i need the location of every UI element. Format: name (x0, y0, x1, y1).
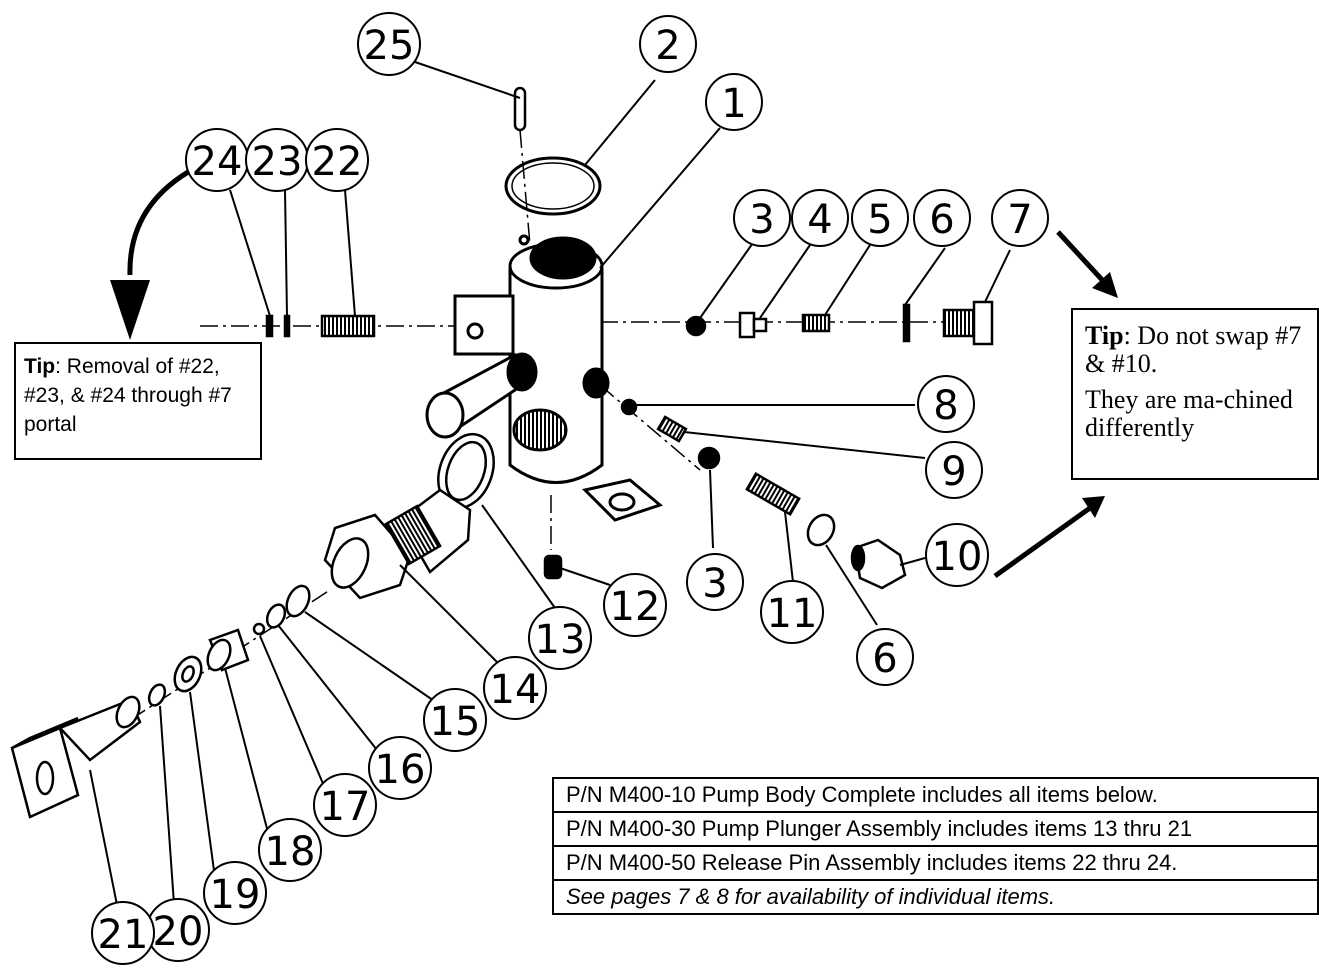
callout-circle (639, 15, 697, 73)
callout-circle (851, 189, 909, 247)
callout-number: 3 (702, 561, 727, 607)
callout-circle (368, 736, 432, 800)
callout-circle (686, 553, 744, 611)
callout-number: 7 (1007, 197, 1032, 243)
callout-number: 21 (98, 912, 149, 958)
callout-circle (917, 375, 975, 433)
callout-circle (991, 189, 1049, 247)
callout-number: 3 (749, 197, 774, 243)
callout-number: 4 (807, 197, 832, 243)
callout-circle (925, 441, 983, 499)
table-row: P/N M400-30 Pump Plunger Assembly includ… (552, 811, 1319, 847)
callout-circle (705, 73, 763, 131)
callout-circle (313, 773, 377, 837)
table-row: See pages 7 & 8 for availability of indi… (552, 879, 1319, 915)
callout-number: 6 (929, 197, 954, 243)
assembly-note: P/N M400-30 Pump Plunger Assembly includ… (552, 811, 1319, 847)
callout-number: 23 (252, 139, 303, 185)
callout-circle (760, 580, 824, 644)
callout-number: 17 (320, 784, 371, 830)
callout-number: 14 (490, 667, 541, 713)
callout-number: 22 (312, 139, 363, 185)
callout-number: 16 (375, 747, 426, 793)
callout-number: 2 (655, 23, 680, 69)
tip-left-head: Tip (24, 355, 56, 378)
pump-body (425, 234, 664, 522)
callout-number: 18 (265, 829, 316, 875)
callout-number: 24 (192, 139, 243, 185)
tip-swap-note: Tip: Do not swap #7 & #10. They are ma-c… (1071, 308, 1319, 480)
arrow-down-left (110, 165, 197, 340)
callout-number: 6 (872, 636, 897, 682)
callout-number: 1 (721, 81, 746, 127)
right-valve-parts (620, 300, 994, 590)
callout-circle (856, 628, 914, 686)
leader-lines (89, 61, 1011, 921)
table-row: P/N M400-10 Pump Body Complete includes … (552, 777, 1319, 813)
callout-number: 15 (430, 699, 481, 745)
callout-circle (925, 523, 989, 587)
callout-circle (603, 573, 667, 637)
callout-circle (203, 861, 267, 925)
callout-number: 19 (210, 872, 261, 918)
callout-circle (528, 606, 592, 670)
callout-circle (913, 189, 971, 247)
assembly-note: P/N M400-10 Pump Body Complete includes … (552, 777, 1319, 813)
callout-number: 10 (932, 534, 983, 580)
release-pin-parts (265, 314, 376, 338)
tip-right-head: Tip (1085, 321, 1124, 350)
assembly-notes-table: P/N M400-10 Pump Body Complete includes … (552, 777, 1319, 915)
callout-circle (483, 656, 547, 720)
callout-number: 9 (941, 449, 966, 495)
callout-circle (357, 12, 421, 76)
tip-right-line1: : Do not swap #7 & #10. (1085, 321, 1302, 378)
roll-pin-25 (513, 86, 527, 132)
plunger-assembly-parts (10, 432, 563, 819)
callout-circle (91, 901, 155, 965)
callout-number: 13 (535, 617, 586, 663)
callout-number: 11 (767, 591, 818, 637)
callout-number: 25 (364, 23, 415, 69)
table-row: P/N M400-50 Release Pin Assembly include… (552, 845, 1319, 881)
tip-right-line2: They are ma-chined differently (1085, 385, 1293, 442)
availability-note: See pages 7 & 8 for availability of indi… (552, 879, 1319, 915)
tip-removal-note: Tip: Removal of #22, #23, & #24 through … (14, 342, 262, 460)
callout-circle (305, 128, 369, 192)
callout-circle (733, 189, 791, 247)
callout-circle (423, 688, 487, 752)
callout-circle (258, 818, 322, 882)
callout-number: 20 (153, 909, 204, 955)
arrow-to-tip-right-top (1056, 230, 1118, 298)
arrow-to-tip-right-bottom (993, 496, 1105, 579)
callout-number: 5 (867, 197, 892, 243)
assembly-note: P/N M400-50 Release Pin Assembly include… (552, 845, 1319, 881)
callout-circle (791, 189, 849, 247)
callout-number: 8 (933, 383, 958, 429)
tip-left-text: : Removal of #22, #23, & #24 through #7 … (24, 355, 232, 436)
o-ring-2 (504, 156, 602, 216)
callout-number: 12 (610, 584, 661, 630)
